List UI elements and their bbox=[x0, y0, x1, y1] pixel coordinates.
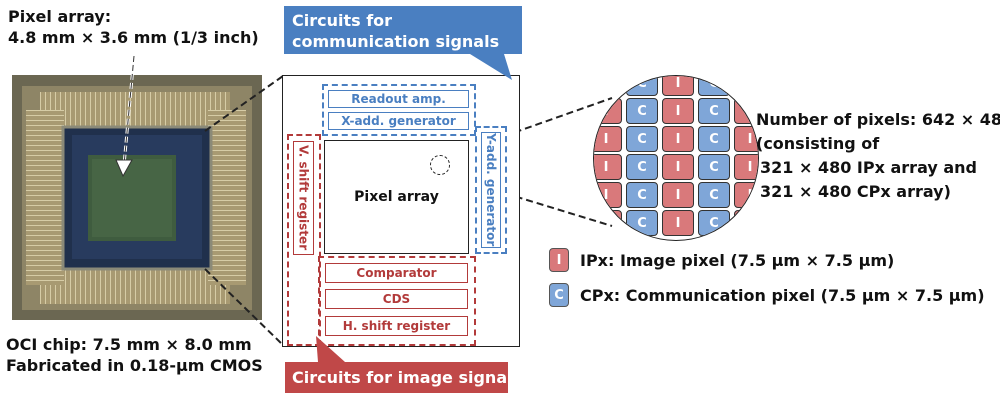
x-add-generator-block: X-add. generator bbox=[328, 112, 469, 130]
pixel-count-line2: (consisting of bbox=[756, 134, 880, 153]
x-add-generator-label: X-add. generator bbox=[341, 114, 456, 128]
pixel-count-line4: 321 × 480 CPx array) bbox=[760, 182, 951, 201]
magnify-source-circle bbox=[430, 155, 450, 175]
ipx-cell: I bbox=[662, 182, 694, 208]
pixel-array-label-line2: 4.8 mm × 3.6 mm (1/3 inch) bbox=[8, 28, 259, 47]
cpx-cell: C bbox=[698, 210, 730, 236]
pixel-array-label: Pixel array: 4.8 mm × 3.6 mm (1/3 inch) bbox=[8, 6, 259, 48]
h-shift-register-block: H. shift register bbox=[325, 316, 468, 336]
cpx-cell: C bbox=[698, 154, 730, 180]
cpx-cell: C bbox=[626, 76, 658, 96]
pixel-count-line3: 321 × 480 IPx array and bbox=[760, 158, 978, 177]
comparator-label: Comparator bbox=[356, 266, 437, 280]
cpx-cell: C bbox=[626, 210, 658, 236]
chip-label: OCI chip: 7.5 mm × 8.0 mm Fabricated in … bbox=[6, 334, 263, 376]
bond-wires-bottom bbox=[40, 268, 230, 304]
ipx-cell: I bbox=[734, 182, 758, 208]
pixel-array-block-label: Pixel array bbox=[354, 189, 439, 205]
pixel-count-text: Number of pixels: 642 × 480 (consisting … bbox=[756, 108, 1000, 204]
h-shift-register-label: H. shift register bbox=[342, 319, 451, 333]
legend-ipx-label: IPx: Image pixel (7.5 μm × 7.5 μm) bbox=[580, 251, 895, 270]
legend-ipx-glyph: I bbox=[556, 252, 562, 268]
v-shift-register-label: V. shift register bbox=[296, 145, 311, 251]
bond-wires-right bbox=[208, 110, 246, 285]
legend-cpx-text: CPx: Communication pixel (7.5 μm × 7.5 μ… bbox=[580, 285, 985, 306]
ipx-cell: I bbox=[662, 98, 694, 124]
legend-cpx-glyph: C bbox=[554, 287, 564, 303]
ipx-cell: I bbox=[662, 76, 694, 96]
communication-callout-line1: Circuits for bbox=[292, 11, 393, 30]
cpx-cell: C bbox=[698, 182, 730, 208]
comparator-block: Comparator bbox=[325, 263, 468, 283]
ipx-cell: I bbox=[594, 210, 622, 236]
legend-cpx-label: CPx: Communication pixel (7.5 μm × 7.5 μ… bbox=[580, 286, 985, 305]
ipx-cell: I bbox=[662, 210, 694, 236]
magnify-line-bottom bbox=[441, 173, 613, 227]
ipx-cell: I bbox=[594, 76, 622, 96]
v-shift-register-block: V. shift register bbox=[293, 141, 314, 255]
readout-amp-block: Readout amp. bbox=[328, 90, 469, 108]
chip-label-line2: Fabricated in 0.18-μm CMOS bbox=[6, 356, 263, 375]
cpx-cell: C bbox=[698, 126, 730, 152]
legend-cpx-chip: C bbox=[549, 283, 569, 307]
ipx-cell: I bbox=[734, 98, 758, 124]
cpx-cell: C bbox=[626, 154, 658, 180]
cpx-cell: C bbox=[626, 98, 658, 124]
cpx-cell: C bbox=[698, 98, 730, 124]
y-add-generator-label: Y-add. generator bbox=[484, 133, 498, 247]
y-add-generator-block: Y-add. generator bbox=[481, 132, 501, 248]
ipx-cell: I bbox=[734, 154, 758, 180]
bond-wires-top bbox=[40, 92, 230, 128]
image-callout-label: Circuits for image signals bbox=[292, 368, 523, 387]
communication-circuits-top-group bbox=[322, 84, 476, 136]
readout-amp-label: Readout amp. bbox=[351, 92, 446, 106]
ipx-cell: I bbox=[734, 210, 758, 236]
chip-label-line1: OCI chip: 7.5 mm × 8.0 mm bbox=[6, 335, 252, 354]
ipx-cell: I bbox=[594, 98, 622, 124]
ipx-cell: I bbox=[594, 126, 622, 152]
communication-callout-text: Circuits for communication signals bbox=[292, 10, 499, 52]
pixel-count-line1: Number of pixels: 642 × 480 bbox=[756, 110, 1000, 129]
image-callout-text: Circuits for image signals bbox=[292, 367, 522, 388]
pixel-array-block: Pixel array bbox=[324, 140, 469, 254]
ipx-cell: I bbox=[662, 154, 694, 180]
communication-callout-line2: communication signals bbox=[292, 32, 500, 51]
ipx-cell: I bbox=[662, 126, 694, 152]
pixel-array-label-line1: Pixel array: bbox=[8, 7, 112, 26]
zoom-line-bottom bbox=[204, 268, 284, 346]
cpx-cell: C bbox=[626, 126, 658, 152]
image-circuits-bottom-group bbox=[318, 256, 476, 346]
magnify-line-top bbox=[441, 97, 613, 159]
cds-block: CDS bbox=[325, 289, 468, 309]
legend-ipx-text: IPx: Image pixel (7.5 μm × 7.5 μm) bbox=[580, 250, 894, 271]
ipx-cell: I bbox=[594, 154, 622, 180]
cpx-cell: C bbox=[626, 182, 658, 208]
zoom-line-top bbox=[204, 75, 284, 132]
cpx-cell: C bbox=[698, 76, 730, 96]
cds-label: CDS bbox=[382, 292, 411, 306]
arrow-head bbox=[115, 159, 133, 178]
legend-ipx-chip: I bbox=[549, 248, 569, 272]
ipx-cell: I bbox=[594, 182, 622, 208]
bond-wires-left bbox=[26, 110, 64, 285]
ipx-cell: I bbox=[734, 126, 758, 152]
image-circuits-left-group bbox=[287, 134, 321, 346]
ipx-cell: I bbox=[734, 76, 758, 96]
communication-circuits-side-group bbox=[475, 126, 507, 254]
